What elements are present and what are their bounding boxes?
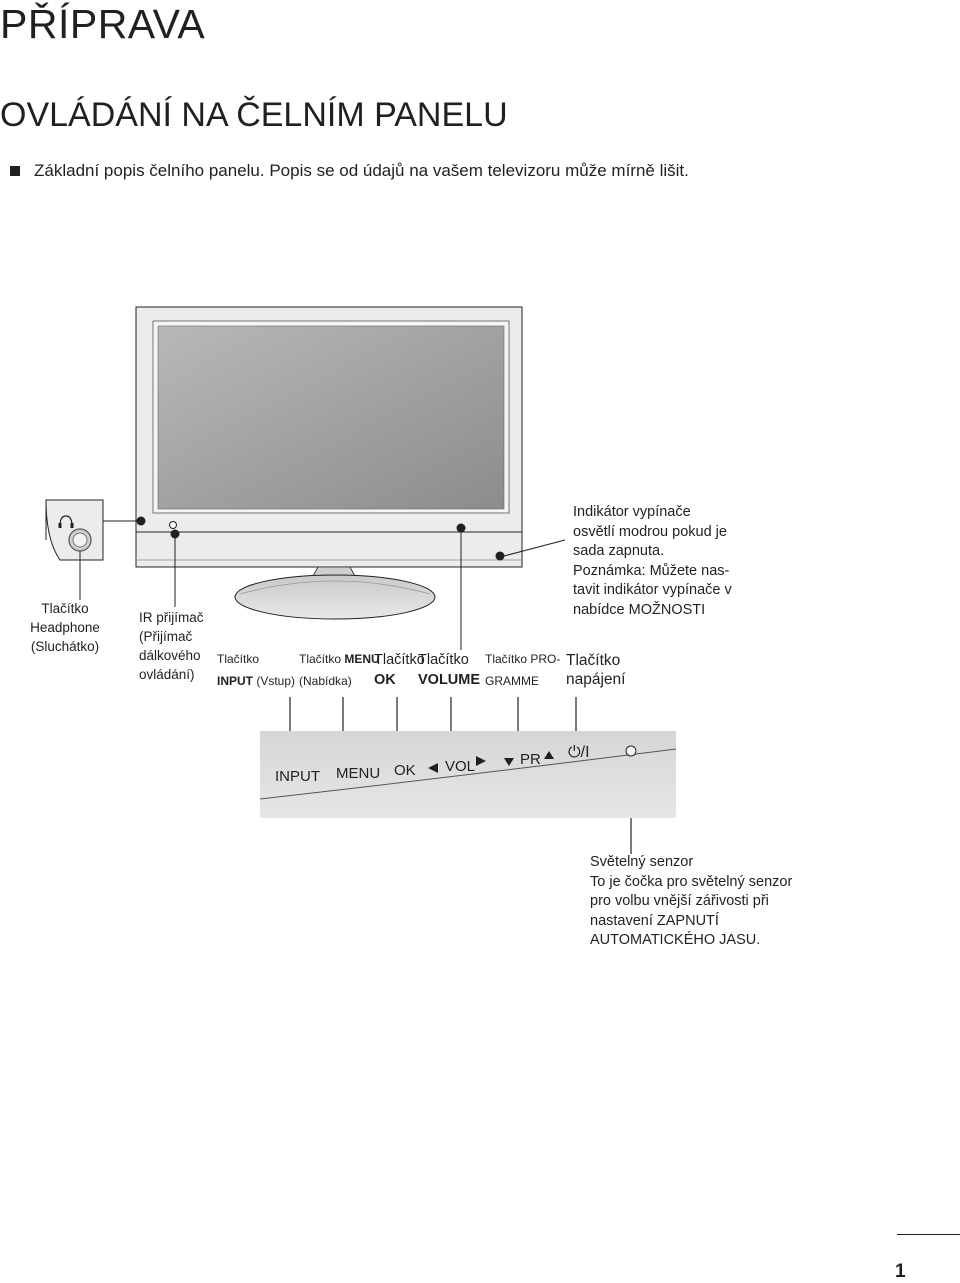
ir-label-line: ovládání) — [139, 667, 195, 682]
sensor-line: pro volbu vnější zářivosti při — [590, 893, 769, 909]
ok-label-line2: OK — [374, 672, 396, 688]
menu-label-bold: MENU — [344, 652, 380, 666]
programme-label-line2: GRAMME — [485, 674, 539, 688]
ir-label-line: dálkového — [139, 648, 201, 663]
indicator-line: osvětlí modrou pokud je — [573, 523, 727, 540]
ok-label-line1: Tlačítko — [374, 652, 425, 668]
power-indicator-note: Indikátor vypínače osvětlí modrou pokud … — [573, 503, 732, 620]
panel-pr-label: PR — [520, 751, 541, 768]
light-sensor-note: Světelný senzor To je čočka pro světelný… — [590, 853, 792, 951]
volume-label-line1: Tlačítko — [418, 652, 469, 668]
input-label-rest: (Vstup) — [253, 674, 296, 688]
power-label-line: napájení — [566, 671, 626, 688]
indicator-line: tavit indikátor vypínače v — [573, 582, 732, 598]
menu-button-label: Tlačítko MENU (Nabídka) — [299, 648, 380, 692]
volume-button-label: Tlačítko VOLUME — [418, 650, 480, 690]
panel-input-label: INPUT — [275, 768, 320, 785]
control-strip — [259, 731, 677, 818]
input-label-line2: INPUT (Vstup) — [217, 670, 295, 692]
intro-text: Základní popis čelního panelu. Popis se … — [34, 161, 689, 180]
ir-label-line: (Přijímač — [139, 629, 193, 644]
headphone-label-line: (Sluchátko) — [30, 639, 100, 654]
headphone-label-line: Tlačítko — [41, 601, 89, 616]
headphone-label-line: Headphone — [30, 620, 100, 635]
menu-label-line1: Tlačítko MENU — [299, 648, 380, 670]
footer-rule — [897, 1234, 960, 1235]
page-number: 1 — [895, 1261, 906, 1282]
power-symbol-icon: ⏻/I — [568, 744, 590, 761]
bullet-square-icon — [10, 166, 20, 176]
input-label-bold: INPUT — [217, 674, 253, 688]
volume-label-line2: VOLUME — [418, 672, 481, 688]
input-button-label: Tlačítko INPUT (Vstup) — [217, 648, 295, 692]
panel-vol-label: VOL — [445, 758, 476, 775]
page-title: PŘÍPRAVA — [0, 1, 206, 47]
programme-label-line1: Tlačítko PRO- — [485, 652, 561, 666]
menu-label-line2: (Nabídka) — [299, 674, 352, 688]
intro-paragraph: Základní popis čelního panelu. Popis se … — [10, 161, 689, 181]
indicator-line: Poznámka: Můžete nas- — [573, 562, 730, 579]
sensor-line: nastavení ZAPNUTÍ — [590, 912, 719, 929]
indicator-line: Indikátor vypínače — [573, 504, 691, 520]
sensor-line: Světelný senzor — [590, 854, 694, 870]
indicator-line: sada zapnuta. — [573, 543, 665, 559]
panel-menu-label: MENU — [336, 765, 381, 782]
power-label-line: Tlačítko — [566, 652, 621, 669]
sensor-line: AUTOMATICKÉHO JASU. — [590, 932, 761, 948]
ok-button-label: Tlačítko OK — [374, 650, 425, 690]
power-button-label: Tlačítko napájení — [566, 651, 625, 689]
indicator-line: nabídce MOŽNOSTI — [573, 601, 706, 618]
panel-ok-label: OK — [394, 762, 416, 779]
tv-illustration — [135, 306, 523, 620]
headphone-inset — [45, 499, 104, 561]
ir-receiver-label: IR přijímač (Přijímač dálkového ovládání… — [139, 608, 204, 684]
headphone-label: Tlačítko Headphone (Sluchátko) — [30, 599, 100, 656]
menu-label-prefix: Tlačítko — [299, 652, 345, 666]
tv-callout-lines — [79, 516, 566, 650]
programme-button-label: Tlačítko PRO- GRAMME — [485, 648, 560, 692]
ir-label-line: IR přijímač — [139, 610, 204, 625]
section-title: OVLÁDÁNÍ NA ČELNÍM PANELU — [0, 96, 508, 134]
input-label-line1: Tlačítko — [217, 652, 260, 666]
sensor-line: To je čočka pro světelný senzor — [590, 873, 793, 890]
